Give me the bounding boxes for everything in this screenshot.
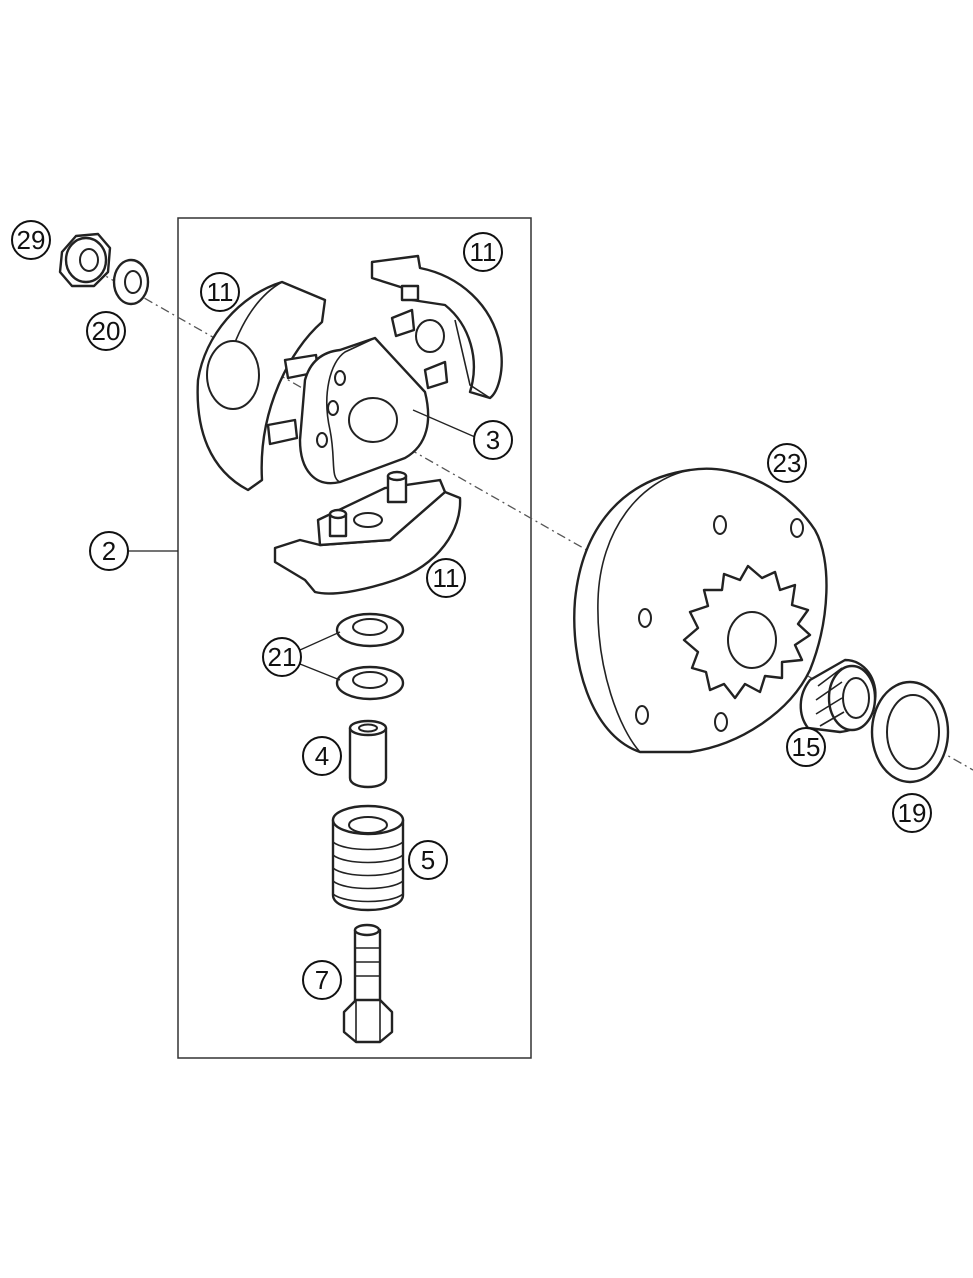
callout-11-left: 11: [200, 272, 240, 312]
clutch-shoe-left-part-11: [196, 280, 327, 492]
callout-29: 29: [11, 220, 51, 260]
washer-part-20: [112, 258, 150, 306]
callout-2: 2: [89, 531, 129, 571]
clutch-carrier-part-3: [298, 336, 430, 485]
callout-29-label: 29: [17, 225, 46, 255]
leader-line-3: [412, 409, 476, 438]
leader-line-21a: [299, 631, 341, 651]
callout-11-left-label: 11: [207, 277, 234, 307]
callout-5-label: 5: [421, 845, 435, 875]
callout-7-label: 7: [315, 965, 329, 995]
spacer-sleeve-part-4: [348, 719, 388, 789]
callout-21: 21: [262, 637, 302, 677]
thrust-washer-part-19: [870, 680, 950, 784]
callout-15-label: 15: [792, 732, 821, 762]
callout-20: 20: [86, 311, 126, 351]
callout-3: 3: [473, 420, 513, 460]
clutch-drum-part-23: [573, 467, 828, 754]
callout-5: 5: [408, 840, 448, 880]
callout-20-label: 20: [92, 316, 121, 346]
clutch-shoe-top-part-11: [370, 254, 503, 400]
leader-line-21b: [299, 663, 341, 681]
callout-2-label: 2: [102, 536, 116, 566]
nut-part-29: [58, 232, 112, 288]
callout-4-label: 4: [315, 741, 329, 771]
spring-part-5: [331, 804, 405, 912]
callout-23-label: 23: [773, 448, 802, 478]
callout-11-bottom-label: 11: [433, 563, 460, 593]
callout-19: 19: [892, 793, 932, 833]
needle-bearing-part-15: [799, 658, 877, 734]
callout-4: 4: [302, 736, 342, 776]
callout-23: 23: [767, 443, 807, 483]
callout-3-label: 3: [486, 425, 500, 455]
clutch-shoe-bottom-part-11: [273, 470, 462, 595]
callout-19-label: 19: [898, 798, 927, 828]
callout-11-top: 11: [463, 232, 503, 272]
callout-15: 15: [786, 727, 826, 767]
callout-7: 7: [302, 960, 342, 1000]
washers-part-21: [335, 612, 405, 701]
callout-21-label: 21: [268, 642, 297, 672]
callout-11-top-label: 11: [470, 237, 497, 267]
bolt-part-7: [342, 923, 394, 1044]
callout-11-bottom: 11: [426, 558, 466, 598]
assembly-frame: [177, 217, 532, 1059]
